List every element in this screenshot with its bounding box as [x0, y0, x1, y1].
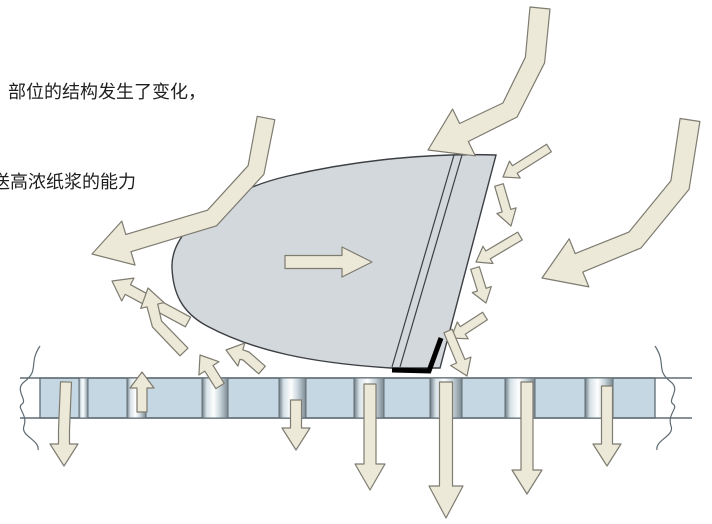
arrow-slot-up-icon: [129, 371, 155, 413]
arrow-left-up-icon: [140, 287, 189, 357]
arrow-right-3-icon: [475, 231, 523, 265]
arrow-bottom-up-2-icon: [225, 342, 266, 375]
diagram-caption: 部位的结构发生了变化， 送高浓纸浆的能力: [0, 18, 290, 228]
arrow-right-2-icon: [494, 183, 517, 227]
foil-thick-edge: [391, 337, 444, 374]
arrow-right-1-icon: [502, 143, 552, 179]
arrow-slot-down-1-icon: [49, 381, 79, 467]
arrow-right-5-icon: [450, 311, 488, 340]
break-mark-right: [654, 345, 676, 451]
foil-seam-left: [391, 154, 455, 368]
arrow-slot-down-2-icon: [281, 399, 311, 451]
screen-slot-1: [78, 377, 89, 419]
arrow-top-large-icon: [427, 6, 551, 157]
arrow-slot-down-4-icon: [428, 381, 464, 519]
caption-line-2: 送高浓纸浆的能力: [0, 172, 136, 193]
break-mark-left: [19, 345, 41, 451]
arrow-slot-down-3-icon: [354, 383, 386, 491]
foil-seam-right: [399, 154, 463, 368]
arrow-bottom-up-1-icon: [198, 354, 225, 390]
caption-line-1: 部位的结构发生了变化，: [8, 82, 206, 103]
arrow-right-4-icon: [470, 266, 492, 304]
arrow-left-large-icon: [91, 115, 276, 266]
arrow-foil-center-icon: [284, 246, 373, 278]
arrow-slot-down-5-icon: [511, 381, 543, 495]
arrow-slot-down-6-icon: [592, 385, 622, 467]
arrow-right-6-icon: [443, 328, 472, 377]
arrow-right-large-icon: [541, 117, 701, 288]
flow-arrows: [49, 6, 701, 519]
